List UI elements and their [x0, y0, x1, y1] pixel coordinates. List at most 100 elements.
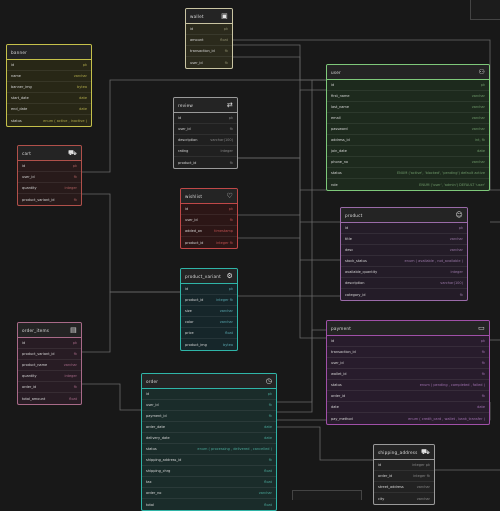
- table-header[interactable]: shipping_address⛟: [374, 445, 434, 460]
- table-header[interactable]: payment▭: [327, 321, 489, 336]
- table-header[interactable]: product☺: [341, 208, 467, 223]
- table-header[interactable]: user⚇: [327, 65, 489, 80]
- table-header[interactable]: wallet▣: [186, 9, 232, 24]
- table-header[interactable]: cart⛟: [18, 146, 81, 161]
- table-header[interactable]: review⇄: [174, 98, 237, 113]
- table-header[interactable]: order◷: [142, 374, 276, 389]
- table-header[interactable]: banner: [7, 45, 91, 60]
- table-header[interactable]: product_variant⚙: [181, 269, 237, 284]
- table-header[interactable]: wishlist♡: [181, 189, 237, 204]
- table-header[interactable]: order_items▤: [18, 323, 81, 338]
- table-title: banner: [11, 49, 28, 55]
